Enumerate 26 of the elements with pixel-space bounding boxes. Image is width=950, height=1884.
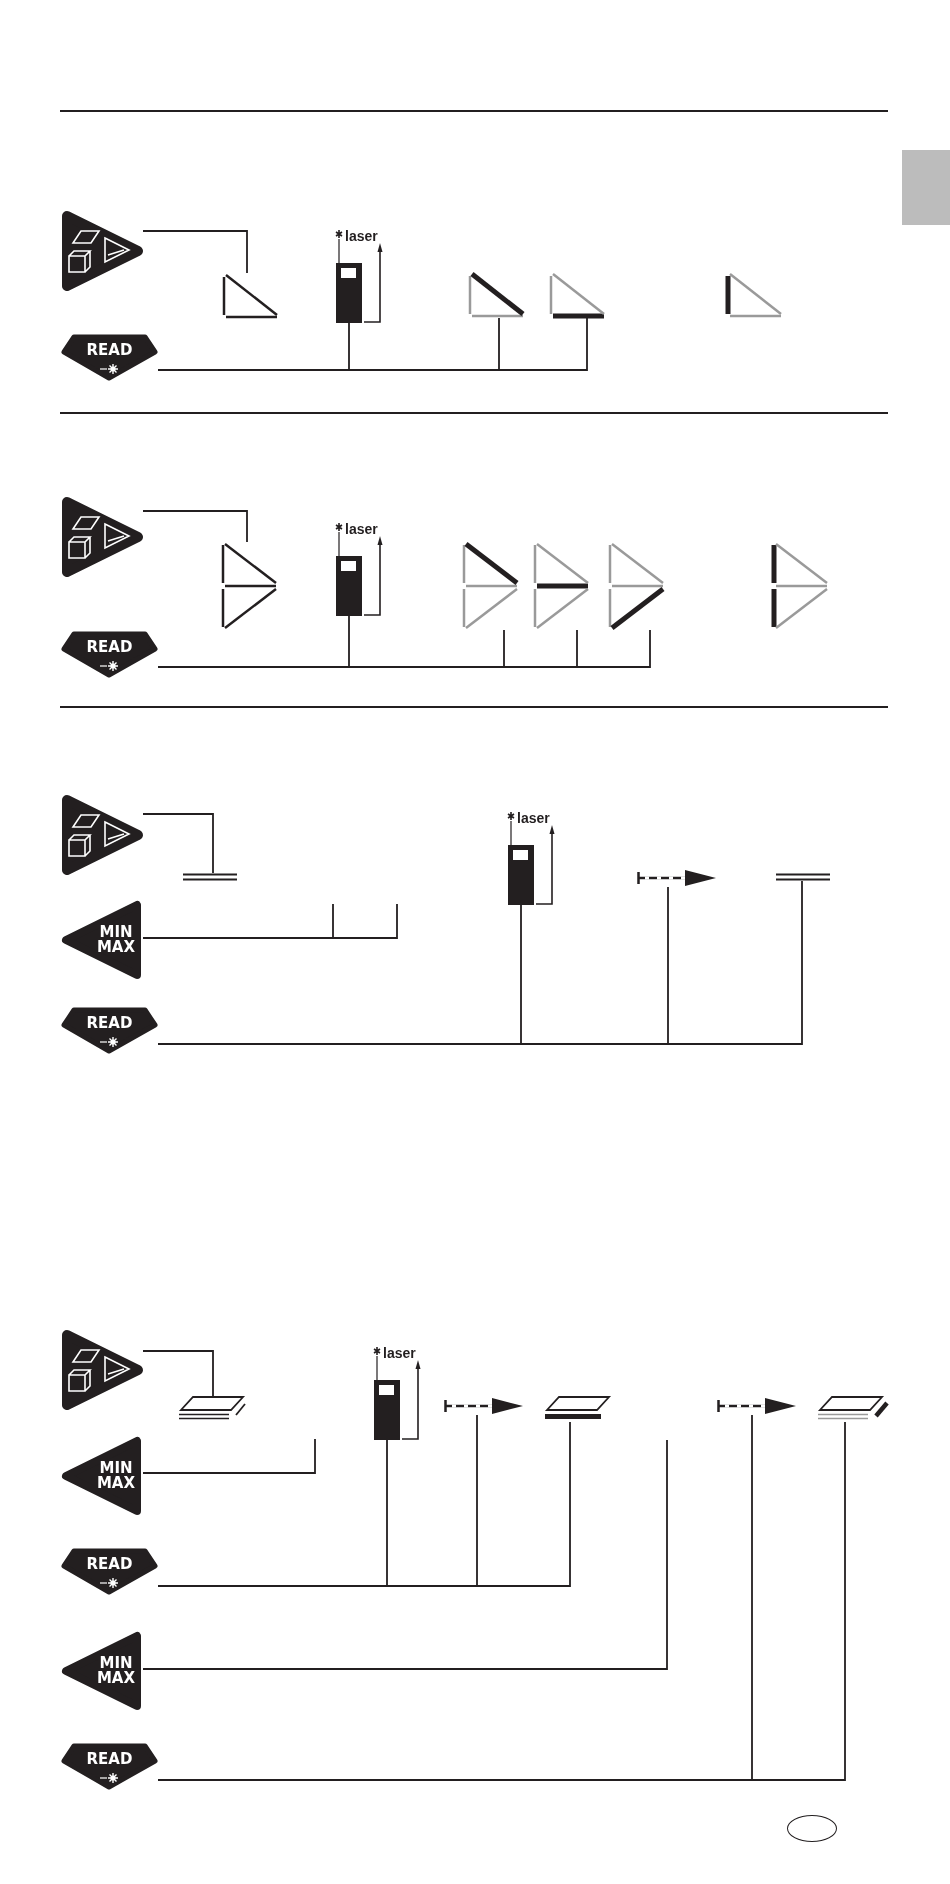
mode-button	[61, 794, 143, 876]
connector-line	[142, 230, 248, 274]
laser-label: laser	[383, 1345, 416, 1361]
laser-label: laser	[345, 521, 378, 537]
read-button: READ	[61, 1548, 158, 1595]
min-max-button: MIN MAX	[61, 1435, 143, 1517]
connector-line	[142, 813, 214, 874]
connector-line	[142, 1438, 316, 1474]
read-button: READ	[61, 334, 158, 381]
laser-label: laser	[345, 228, 378, 244]
min-max-button: MIN MAX	[61, 899, 143, 981]
connector-line	[142, 1350, 214, 1397]
read-button: READ	[61, 1007, 158, 1054]
connector-line	[157, 1421, 571, 1587]
mode-button	[61, 210, 143, 292]
connector-line	[142, 510, 248, 543]
connector-line	[142, 1439, 668, 1670]
mode-button	[61, 496, 143, 578]
read-button: READ	[61, 631, 158, 678]
mode-button	[61, 1329, 143, 1411]
laser-label: laser	[517, 810, 550, 826]
connector-line	[142, 903, 398, 939]
connector-line	[157, 317, 588, 371]
read-button: READ	[61, 1743, 158, 1790]
connector-line	[157, 880, 803, 1045]
min-max-button: MIN MAX	[61, 1630, 143, 1712]
